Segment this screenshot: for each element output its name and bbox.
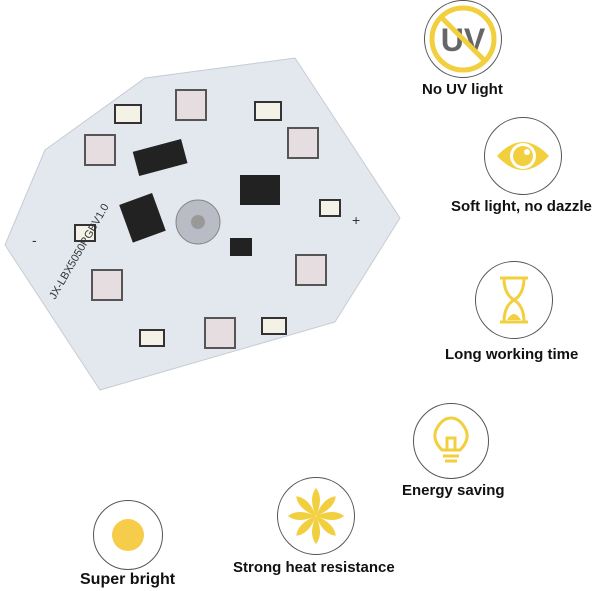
svg-text:-: - <box>32 232 37 248</box>
feature-label-energy-saving: Energy saving <box>402 482 505 499</box>
feature-label-heat-resistance: Strong heat resistance <box>233 559 395 576</box>
svg-text:+: + <box>352 212 360 228</box>
feature-label-no-uv: No UV light <box>422 81 503 98</box>
bulb-icon <box>413 403 489 479</box>
feature-label-super-bright: Super bright <box>80 571 176 588</box>
led-pcb-board-image: JX-LBX5050RGBV1.0 + - <box>4 57 401 391</box>
feature-label-soft-light: Soft light, no dazzle <box>451 198 592 215</box>
sun-dot-icon <box>93 500 163 570</box>
no-uv-icon: UV <box>424 0 502 78</box>
eye-icon <box>484 117 562 195</box>
hourglass-icon <box>475 261 553 339</box>
fan-icon <box>277 477 355 555</box>
feature-label-long-working: Long working time <box>445 346 579 363</box>
